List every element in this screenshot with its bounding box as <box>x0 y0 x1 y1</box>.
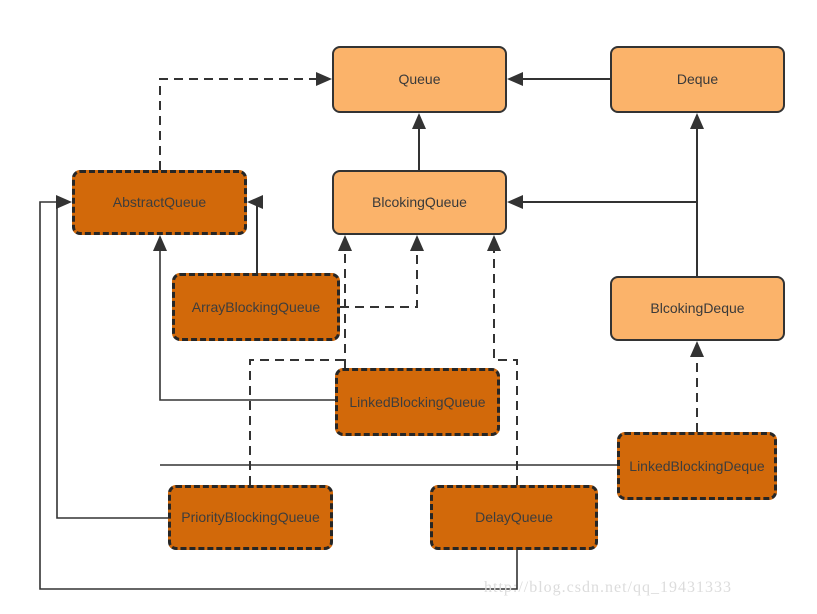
arrowhead-linkedblockingqueue-extends-abstractqueue <box>153 235 167 251</box>
arrowhead-delayqueue-implements-blcokingqueue <box>487 235 501 251</box>
edge-abstractqueue-implements-queue <box>159 78 318 170</box>
node-label-blcoking-queue: BlcokingQueue <box>372 194 467 211</box>
arrowhead-linkedblockingdeque-implements-blcokingdeque <box>690 341 704 357</box>
node-array-blocking-queue[interactable]: ArrayBlockingQueue <box>172 273 340 341</box>
edge-delayqueue-extends-abstractqueue <box>39 201 518 590</box>
node-blcoking-deque[interactable]: BlcokingDeque <box>610 276 785 341</box>
arrowhead-arrayblockingqueue-extends-abstractqueue <box>247 195 263 209</box>
node-label-array-blocking-queue: ArrayBlockingQueue <box>191 298 321 315</box>
edge-delayqueue-implements-blcokingqueue <box>493 249 518 485</box>
edge-linkedblockingqueue-extends-abstractqueue <box>159 249 335 401</box>
node-label-delay-queue: DelayQueue <box>475 509 553 526</box>
node-delay-queue[interactable]: DelayQueue <box>430 485 598 550</box>
node-label-abstract-queue: AbstractQueue <box>112 194 207 211</box>
arrowhead-linkedblockingqueue-implements-blcokingqueue <box>338 235 352 251</box>
edge-arrayblockingqueue-extends-abstractqueue <box>256 201 261 273</box>
arrowhead-arrayblockingqueue-implements-blcokingqueue <box>410 235 424 251</box>
node-label-deque: Deque <box>676 71 719 88</box>
node-blcoking-queue[interactable]: BlcokingQueue <box>332 170 507 235</box>
edge-priorityblockingqueue-extends-abstractqueue <box>56 201 168 519</box>
arrowhead-deque-extends-queue <box>507 72 523 86</box>
node-deque[interactable]: Deque <box>610 46 785 113</box>
edge-priorityblockingqueue-implements-blcokingqueue <box>249 359 345 485</box>
watermark-text: http://blog.csdn.net/qq_19431333 <box>484 579 732 596</box>
node-queue[interactable]: Queue <box>332 46 507 113</box>
arrowhead-priorityblockingqueue-extends-abstractqueue <box>56 195 72 209</box>
node-abstract-queue[interactable]: AbstractQueue <box>72 170 247 235</box>
arrowhead-blcokingqueue-extends-queue <box>412 113 426 129</box>
node-linked-blocking-queue[interactable]: LinkedBlockingQueue <box>335 368 500 436</box>
arrowhead-blcokingdeque-extends-deque <box>690 113 704 129</box>
arrowhead-abstractqueue-implements-queue <box>316 72 332 86</box>
node-label-blcoking-deque: BlcokingDeque <box>650 300 745 317</box>
node-label-linked-blocking-deque: LinkedBlockingDeque <box>629 457 765 474</box>
arrowhead-blcokingdeque-extends-blcokingqueue <box>507 195 523 209</box>
node-label-priority-blocking-queue: PriorityBlockingQueue <box>181 509 320 526</box>
node-label-linked-blocking-queue: LinkedBlockingQueue <box>349 393 486 410</box>
node-label-queue: Queue <box>398 71 441 88</box>
node-priority-blocking-queue[interactable]: PriorityBlockingQueue <box>168 485 333 550</box>
node-linked-blocking-deque[interactable]: LinkedBlockingDeque <box>617 432 777 500</box>
edge-arrayblockingqueue-implements-blcokingqueue <box>340 249 418 308</box>
